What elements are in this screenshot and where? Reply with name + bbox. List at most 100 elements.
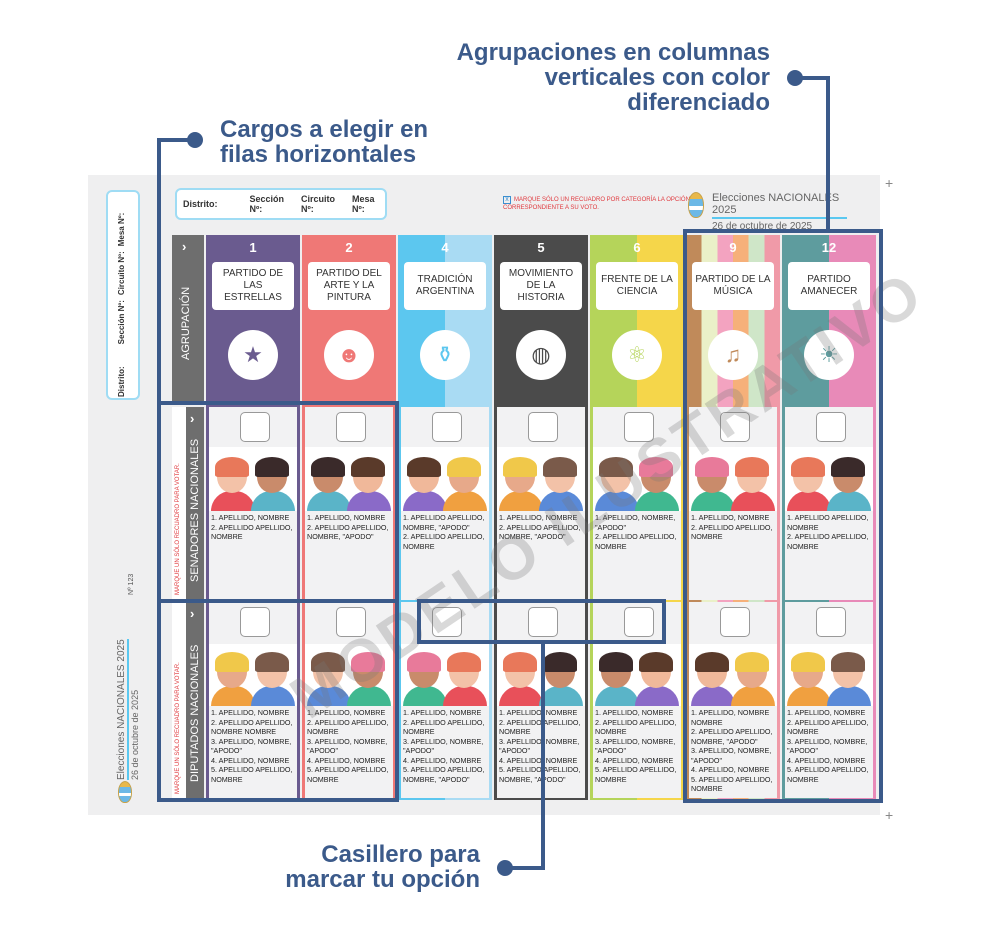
candidate-name: 2. APELLIDO APELLIDO, NOMBRE, "APODO" (499, 522, 581, 542)
diputados-checkbox[interactable] (432, 607, 462, 637)
diputados-checkbox[interactable] (336, 607, 366, 637)
candidate-hair (215, 652, 249, 672)
x-box-icon: x (503, 196, 511, 204)
row-instruction-text: MARQUE UN SÓLO RECUADRO PARA VOTAR. (175, 463, 181, 595)
candidate-name: 1. APELLIDO, NOMBRE (499, 513, 578, 522)
candidate-name: 3. APELLIDO, NOMBRE, "APODO" (211, 736, 292, 756)
ballot-number: Nº 123 (128, 573, 135, 595)
candidate-photo (497, 447, 585, 511)
candidate-name: 5. APELLIDO APELLIDO, NOMBRE (787, 765, 869, 784)
candidate-hair (735, 652, 769, 672)
side-election-date: 26 de octubre de 2025 (130, 689, 140, 780)
candidate-hair (503, 652, 537, 672)
candidate-hair (351, 457, 385, 477)
annotation-checkbox: Casillero para marcar tu opción (285, 841, 480, 893)
candidate-body (787, 491, 831, 511)
chevron-right-icon: › (190, 606, 195, 621)
candidate-body (635, 491, 679, 511)
header-fields-box: Distrito: Sección Nº: Circuito Nº: Mesa … (175, 188, 387, 220)
candidate-photo (689, 644, 777, 706)
candidate-name: 3. APELLIDO, NOMBRE, "APODO" (595, 736, 676, 756)
mesa-label: Mesa Nº: (352, 194, 375, 214)
candidate-name: 2. APELLIDO APELLIDO, NOMBRE (595, 717, 677, 737)
distrito-label: Distrito: (117, 366, 126, 397)
candidate-photo (401, 644, 489, 706)
candidate-body (251, 686, 295, 706)
senadores-checkbox[interactable] (432, 412, 462, 442)
candidate-name: 2. APELLIDO APELLIDO, NOMBRE (211, 522, 293, 542)
diputados-checkbox[interactable] (720, 607, 750, 637)
candidate-name: 1. APELLIDO, NOMBRE NOMBRE (691, 708, 770, 727)
candidate-hair (255, 652, 289, 672)
diputados-checkbox[interactable] (816, 607, 846, 637)
candidate-hair (447, 652, 481, 672)
candidate-name: 1. APELLIDO, NOMBRE (691, 513, 770, 522)
candidate-photo (305, 447, 393, 511)
callout-line (505, 866, 545, 870)
diputados-checkbox[interactable] (240, 607, 270, 637)
candidate-name: 1. APELLIDO, NOMBRE (499, 708, 578, 717)
senadores-checkbox[interactable] (336, 412, 366, 442)
election-title: Elecciones NACIONALES 2025 (712, 192, 847, 219)
senadores-checkbox[interactable] (528, 412, 558, 442)
candidate-photo (785, 644, 873, 706)
crop-mark: + (885, 807, 894, 823)
party-column: 12 PARTIDO AMANECER ☀ 1. APELLIDO APELLI… (782, 235, 876, 800)
election-header: Elecciones NACIONALES 2025 26 de octubre… (712, 192, 847, 232)
candidate-name: 3. APELLIDO, NOMBRE, "APODO" (307, 736, 388, 756)
party-column: 4 TRADICIÓN ARGENTINA ⚱ 1. APELLIDO APEL… (398, 235, 492, 800)
candidate-name: 5. APELLIDO APELLIDO, NOMBRE (595, 765, 677, 784)
circuito-label: Circuito Nº: (117, 251, 126, 296)
candidate-photo (209, 447, 297, 511)
party-name: FRENTE DE LA CIENCIA (596, 262, 678, 310)
candidate-body (595, 491, 639, 511)
annotation-rows: Cargos a elegir en filas horizontales (220, 116, 429, 168)
party-name: PARTIDO DE LAS ESTRELLAS (212, 262, 294, 310)
candidate-name: 4. APELLIDO, NOMBRE (403, 755, 482, 765)
candidate-name: 2. APELLIDO APELLIDO, NOMBRE (787, 717, 869, 737)
candidate-photo (401, 447, 489, 511)
senadores-checkbox[interactable] (720, 412, 750, 442)
candidate-photo (689, 447, 777, 511)
candidate-hair (831, 457, 865, 477)
senadores-checkbox[interactable] (816, 412, 846, 442)
senadores-checkbox[interactable] (240, 412, 270, 442)
diputados-checkbox[interactable] (624, 607, 654, 637)
candidate-name: 2. APELLIDO APELLIDO, NOMBRE (403, 717, 485, 737)
candidate-name: 5. APELLIDO APELLIDO, NOMBRE, "APODO" (499, 765, 581, 784)
candidate-hair (503, 457, 537, 477)
senadores-cell: 1. APELLIDO, NOMBRE, "APODO"2. APELLIDO … (593, 407, 681, 600)
candidate-hair (407, 652, 441, 672)
row-label-diputados: ›DIPUTADOS NACIONALES (186, 602, 204, 800)
candidate-hair (215, 457, 249, 477)
candidate-name: 1. APELLIDO APELLIDO, NOMBRE, "APODO" (403, 513, 485, 532)
candidate-name: 2. APELLIDO APELLIDO, NOMBRE (787, 532, 869, 551)
candidate-hair (695, 652, 729, 672)
candidate-name: 2. APELLIDO APELLIDO, NOMBRE (691, 522, 773, 542)
candidate-name: 2. APELLIDO APELLIDO, NOMBRE NOMBRE (211, 717, 293, 737)
senadores-candidates: 1. APELLIDO, NOMBRE, "APODO"2. APELLIDO … (595, 513, 679, 551)
candidate-photo (305, 644, 393, 706)
candidate-body (403, 491, 447, 511)
mesa-label: Mesa Nº: (117, 212, 126, 247)
candidate-name: 5. APELLIDO APELLIDO, NOMBRE, "APODO" (403, 765, 485, 784)
candidate-hair (791, 652, 825, 672)
row-instruction-senadores: MARQUE UN SÓLO RECUADRO PARA VOTAR. (172, 407, 186, 600)
candidate-name: 4. APELLIDO, NOMBRE (307, 755, 386, 765)
candidate-name: 2. APELLIDO APELLIDO, NOMBRE, "APODO" (691, 727, 773, 746)
globe-icon: ◍ (516, 330, 566, 380)
candidate-hair (311, 457, 345, 477)
crop-mark: + (885, 175, 894, 191)
senadores-checkbox[interactable] (624, 412, 654, 442)
candidate-name: 4. APELLIDO, NOMBRE (211, 755, 290, 765)
diputados-checkbox[interactable] (528, 607, 558, 637)
